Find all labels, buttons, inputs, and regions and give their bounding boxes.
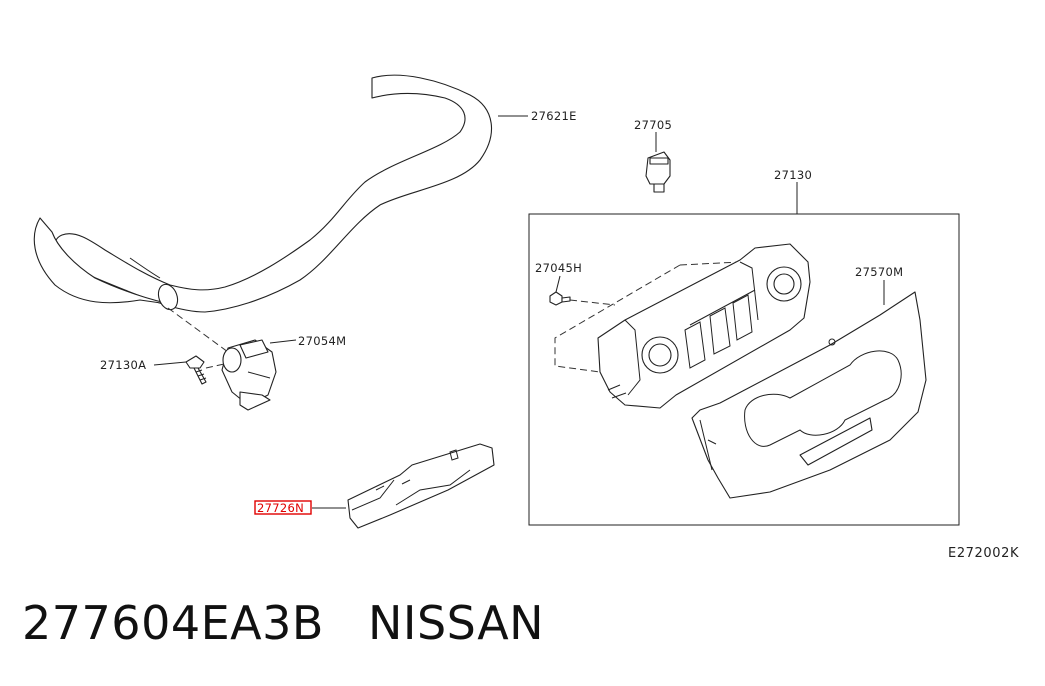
label-27054m: 27054M <box>298 334 346 348</box>
bolt-27130a <box>185 355 207 385</box>
clip-27705 <box>645 151 671 193</box>
brand-name: NISSAN <box>367 596 545 650</box>
label-27726n: 27726N <box>257 501 304 515</box>
screw-dash <box>569 299 616 306</box>
hose-sensor-dash <box>167 307 229 353</box>
screw-27045h <box>549 291 571 306</box>
highlight-box <box>254 500 312 515</box>
bracket-27726n <box>347 443 495 529</box>
diagram-code: E272002K <box>948 546 1019 561</box>
hose-27621e <box>33 74 493 313</box>
control-panel-27130 <box>597 243 811 409</box>
label-27570m: 27570M <box>855 265 903 279</box>
panel-dash-outline <box>554 261 741 373</box>
label-27130: 27130 <box>774 168 812 182</box>
caption: 277604EA3B NISSAN <box>22 596 544 650</box>
leader-lines <box>153 115 885 509</box>
sensor-27054m <box>221 339 277 411</box>
label-27130a: 27130A <box>100 358 146 372</box>
bolt-dash <box>205 363 225 369</box>
finisher-27570m <box>691 291 927 499</box>
label-27621e: 27621E <box>531 109 577 123</box>
part-number: 277604EA3B <box>22 596 324 650</box>
label-27045h: 27045H <box>535 261 582 275</box>
assembly-box <box>528 213 960 526</box>
label-27705: 27705 <box>634 118 672 132</box>
